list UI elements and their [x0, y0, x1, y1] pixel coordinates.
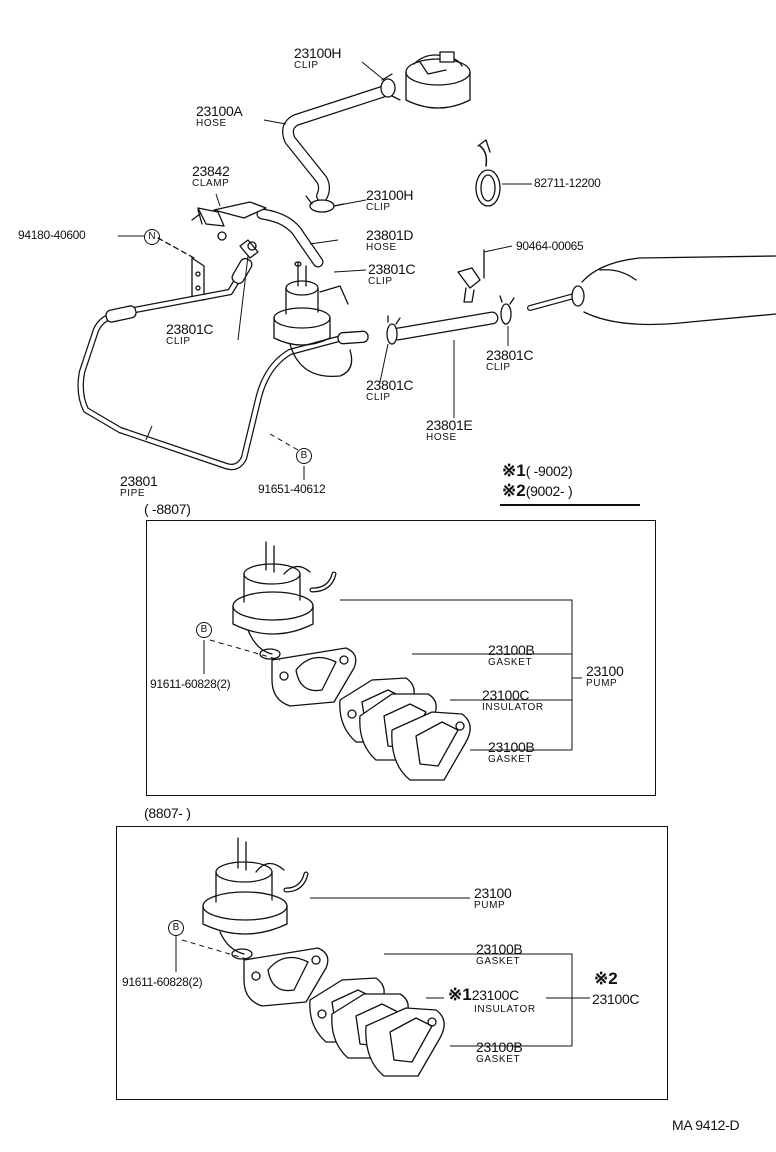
clip-82711 — [475, 139, 501, 207]
label-part-91651: 91651-40612 — [258, 482, 326, 496]
box-1-pre-8807 — [146, 520, 656, 796]
clip-90464 — [457, 249, 485, 303]
box1-gasket-top: 23100B GASKET — [488, 642, 535, 668]
box1-bolt: 91611-60828(2) — [150, 677, 231, 691]
box1-range: ( -8807) — [144, 501, 191, 517]
legend-line-2: ※2(9002- ) — [502, 481, 573, 500]
box-2-post-8807 — [116, 826, 668, 1100]
box2-range: (8807- ) — [144, 805, 191, 821]
air-filter-canister — [405, 51, 471, 109]
label-clip-23801c-b: 23801C CLIP — [166, 321, 214, 347]
label-clip-23801c-a: 23801C CLIP — [368, 261, 416, 287]
box1-pump-label: 23100 PUMP — [586, 663, 624, 689]
label-clip-23801c-d: 23801C CLIP — [486, 347, 534, 373]
clamp-23842 — [191, 201, 267, 241]
box2-gasket-stack — [309, 977, 445, 1077]
box2-group-mark: ※2 — [594, 969, 618, 988]
fuel-pump-top — [273, 261, 353, 378]
box2-gasket-bottom: 23100B GASKET — [476, 1039, 523, 1065]
box2-gasket-upper — [243, 947, 329, 1007]
box1-gasket-bottom: 23100B GASKET — [488, 739, 535, 765]
label-clamp-23842: 23842 CLAMP — [192, 163, 230, 189]
box2-group-part: 23100C — [592, 991, 640, 1007]
clip-23801c-hose-left — [386, 315, 401, 345]
label-part-82711: 82711-12200 — [534, 176, 601, 190]
circle-marker-n: N — [144, 229, 160, 245]
clip-23801c-hose-right — [499, 295, 515, 325]
label-clip-23801c-c: 23801C CLIP — [366, 377, 414, 403]
pipe-sleeve — [105, 305, 137, 323]
circle-marker-b-box1: B — [196, 622, 212, 638]
box2-pump — [202, 837, 309, 960]
label-part-94180: 94180-40600 — [18, 228, 86, 242]
footer-code: MA 9412-D — [672, 1117, 740, 1133]
box2-insulator: ※123100C INSULATOR — [448, 985, 536, 1015]
box2-gasket-top: 23100B GASKET — [476, 941, 523, 967]
label-hose-23801e: 23801E HOSE — [426, 417, 473, 443]
bracket — [157, 237, 205, 301]
label-clip-23100h-mid: 23100H CLIP — [366, 187, 414, 213]
box2-bolt: 91611-60828(2) — [122, 975, 203, 989]
label-part-90464: 90464-00065 — [516, 239, 584, 253]
box2-pump-label: 23100 PUMP — [474, 885, 512, 911]
label-hose-23100a: 23100A HOSE — [196, 103, 243, 129]
legend-line-1: ※1( -9002) — [502, 461, 573, 480]
box1-insulator: 23100C INSULATOR — [482, 687, 544, 713]
box1-pump — [232, 541, 337, 660]
box1-gasket-upper — [271, 647, 357, 707]
clip-23801c-left — [239, 239, 259, 259]
box1-gasket-stack — [339, 677, 471, 781]
clip-23100h-top — [380, 73, 401, 101]
label-pipe-23801: 23801 PIPE — [120, 473, 158, 499]
fuel-tank — [581, 255, 776, 326]
label-hose-23801d: 23801D HOSE — [366, 227, 414, 253]
circle-marker-b-top: B — [296, 448, 312, 464]
circle-marker-b-box2: B — [168, 920, 184, 936]
label-clip-23100h-top: 23100H CLIP — [294, 45, 342, 71]
